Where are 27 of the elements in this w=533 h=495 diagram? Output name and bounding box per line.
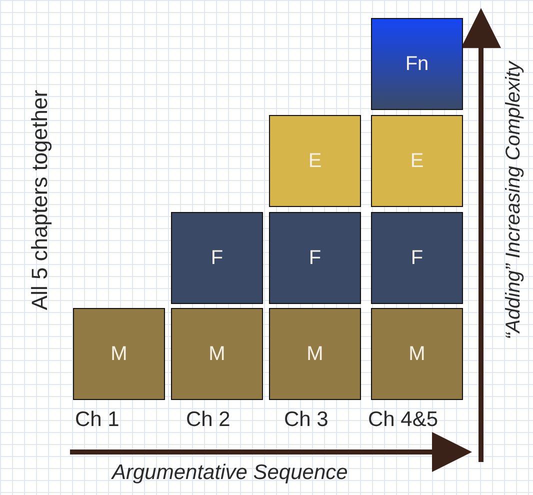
chapter-block: [171, 308, 263, 400]
chapter-block: [269, 308, 361, 400]
block-label: M: [306, 342, 324, 366]
block-label: M: [408, 342, 426, 366]
chapter-block: [371, 115, 463, 207]
column-label: Ch 4&5: [368, 408, 438, 432]
block-label: F: [308, 246, 322, 270]
block-label: M: [208, 342, 226, 366]
column-label: Ch 3: [284, 408, 328, 432]
column-label: Ch 1: [75, 408, 120, 432]
chapter-block: [371, 18, 463, 110]
chapter-block: [371, 308, 463, 400]
chapter-block: [73, 308, 165, 400]
block-label: E: [410, 150, 424, 172]
chapter-block: [371, 212, 463, 304]
block-label: F: [410, 246, 424, 270]
block-label: Fn: [405, 52, 429, 76]
column-label: Ch 2: [186, 408, 230, 432]
block-label: F: [210, 246, 224, 270]
chapter-block: [269, 212, 361, 304]
axis-title: All 5 chapters together: [27, 90, 54, 310]
axis-title: Argumentative Sequence: [112, 461, 348, 485]
chapter-block: [171, 212, 263, 304]
chapter-block: [269, 115, 361, 207]
block-label: M: [110, 342, 128, 366]
axis-title: “Adding” Increasing Complexity: [502, 61, 526, 339]
block-label: E: [308, 150, 322, 172]
